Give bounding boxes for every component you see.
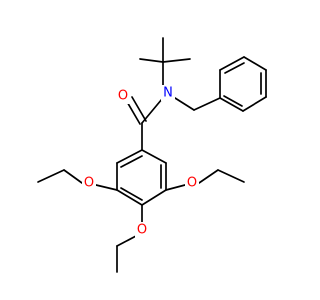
bond-layer — [37, 37, 267, 273]
bond-carbonyl-2 — [131, 96, 147, 122]
atom-o3: O — [185, 175, 199, 191]
bond-ph-inner-3 — [223, 95, 243, 107]
bond-oleft-ch3 — [37, 169, 65, 183]
atom-o1: O — [116, 88, 130, 104]
bond-ph-inner-1 — [224, 62, 245, 74]
bond-ring-4 — [141, 189, 167, 206]
molecule-diagram: O N O O O — [37, 37, 267, 273]
bond-tbu-3 — [162, 58, 191, 63]
bond-ph-6 — [219, 97, 244, 112]
bond-ph-5 — [242, 96, 267, 112]
atom-label-o1: O — [118, 89, 128, 104]
bond-tbu-2 — [139, 58, 164, 63]
bond-oleft-ch2 — [63, 169, 83, 184]
bond-ph-2 — [219, 56, 245, 71]
bond-n-ch2 — [174, 97, 195, 111]
bond-ring-inner-2 — [120, 187, 143, 201]
atom-label-layer: O N O O O — [82, 85, 199, 238]
atom-label-o4: O — [137, 223, 147, 238]
bond-ring-oright — [165, 184, 186, 191]
atom-label-o2: O — [84, 176, 94, 191]
bond-ring-inner-1 — [120, 155, 143, 168]
bond-c-n — [141, 98, 163, 124]
atom-o4: O — [135, 222, 149, 238]
bond-obottom-ch2 — [116, 235, 137, 247]
bond-ring-oleft — [95, 184, 118, 191]
bond-oright-ch3 — [217, 169, 245, 183]
bond-ring-3 — [116, 189, 143, 206]
bond-ch2-ph — [193, 97, 221, 111]
bond-oright-ch2 — [198, 169, 219, 184]
atom-o2: O — [82, 175, 96, 191]
atom-label-o3: O — [187, 176, 197, 191]
bond-ph-3 — [243, 56, 267, 71]
atom-label-n1: N — [163, 86, 173, 101]
atom-n1: N — [161, 85, 175, 101]
bond-ring-6 — [141, 149, 167, 164]
bond-ring-1 — [116, 149, 143, 164]
